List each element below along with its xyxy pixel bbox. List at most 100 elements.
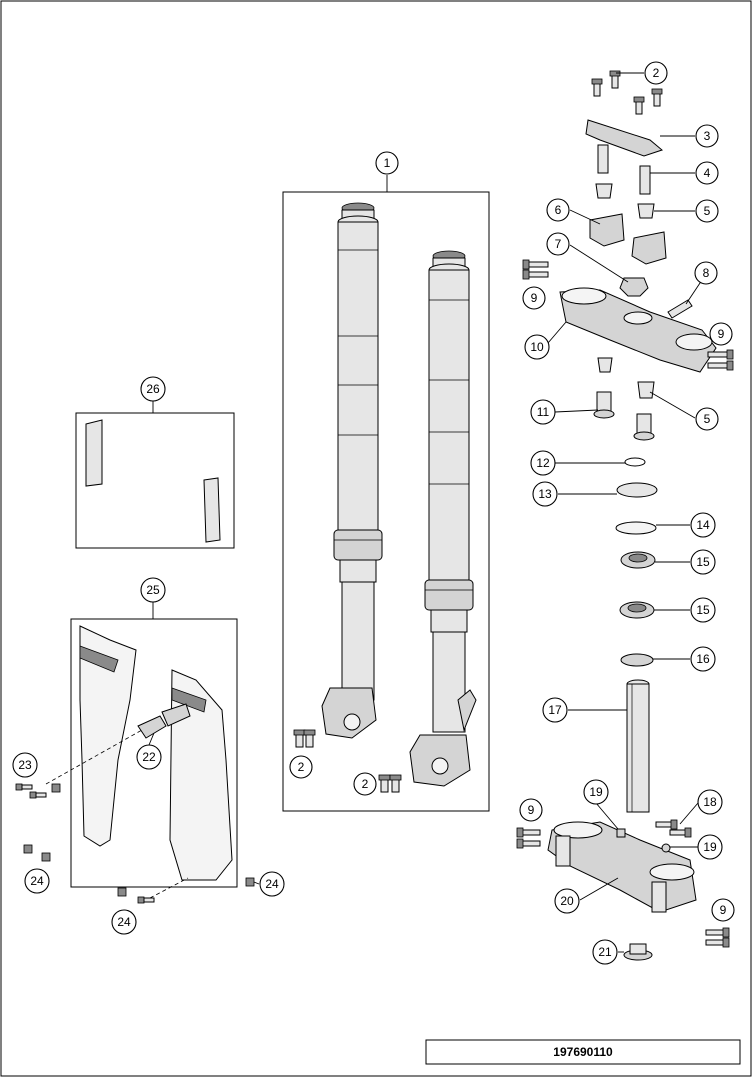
callout-label: 15 <box>696 603 710 617</box>
handlebar-clamp-top <box>585 119 664 157</box>
callout-label: 2 <box>298 760 305 774</box>
fork-assembly-frame <box>282 191 490 812</box>
callout-label: 9 <box>718 327 725 341</box>
callout-label: 4 <box>704 166 711 180</box>
callout-label: 2 <box>653 66 660 80</box>
callout-22: 22 <box>136 744 162 770</box>
sticker-1 <box>85 419 103 487</box>
callout-15b: 15 <box>690 597 716 623</box>
callout-label: 13 <box>538 487 552 501</box>
callout-label: 15 <box>696 555 710 569</box>
callout-label: 17 <box>548 703 562 717</box>
callout-19a: 19 <box>583 779 609 805</box>
callout-label: 24 <box>117 915 131 929</box>
reference-number: 197690110 <box>553 1045 613 1059</box>
callout-24b: 24 <box>111 909 137 935</box>
callout-3: 3 <box>695 124 719 148</box>
callout-17: 17 <box>542 697 568 723</box>
callout-label: 8 <box>703 266 710 280</box>
screw-set-lower-right <box>655 819 692 838</box>
screw-set-upper-left <box>522 259 549 280</box>
callout-label: 7 <box>555 237 562 251</box>
callout-23: 23 <box>12 752 38 778</box>
clamp-screw-2 <box>597 144 609 174</box>
callout-label: 14 <box>696 518 710 532</box>
washer-right <box>661 843 671 853</box>
callout-5b: 5 <box>695 407 719 431</box>
callout-label: 23 <box>18 758 32 772</box>
bottom-nut <box>623 943 653 961</box>
fork-protector-left <box>79 625 137 847</box>
callout-9b: 9 <box>709 322 733 346</box>
fork-leg-left <box>321 202 383 739</box>
screw-set-clamp <box>591 70 663 115</box>
callout-label: 5 <box>704 412 711 426</box>
dash-line-protector-2 <box>149 877 189 899</box>
callout-label: 21 <box>598 945 612 959</box>
callout-label: 22 <box>142 750 156 764</box>
reference-box <box>425 1039 741 1065</box>
screw-set-bottom-right <box>705 927 730 948</box>
fork-protector-right <box>169 669 233 881</box>
callout-label: 24 <box>30 874 44 888</box>
callout-11: 11 <box>530 399 556 425</box>
clip-part <box>137 703 191 739</box>
handlebar-support-right <box>631 231 667 265</box>
callout-5a: 5 <box>695 199 719 223</box>
callout-25: 25 <box>140 577 166 603</box>
callout-label: 9 <box>720 903 727 917</box>
sticker-kit-frame <box>75 412 235 549</box>
fork-leg-right <box>409 250 477 787</box>
callout-4: 4 <box>695 161 719 185</box>
dust-cover <box>616 482 658 498</box>
screw-set-fork-right <box>378 774 402 793</box>
callout-7: 7 <box>546 232 570 256</box>
sleeve-part <box>593 391 615 419</box>
rubber-bushing-lower-2 <box>637 381 655 399</box>
callout-label: 9 <box>528 803 535 817</box>
sticker-2 <box>203 477 221 543</box>
callout-label: 3 <box>704 129 711 143</box>
callout-20: 20 <box>554 888 580 914</box>
callout-label: 1 <box>384 156 391 170</box>
callout-21: 21 <box>592 939 618 965</box>
clamping-bolt <box>667 299 693 319</box>
bearing-upper <box>620 551 656 569</box>
seal-ring <box>615 521 657 535</box>
callout-19b: 19 <box>697 834 723 860</box>
bearing-race <box>620 653 654 667</box>
fork-protector-frame <box>70 618 238 888</box>
lower-triple-clamp <box>547 821 697 913</box>
callout-12: 12 <box>530 450 556 476</box>
callout-label: 11 <box>537 405 550 419</box>
callout-26: 26 <box>140 376 166 402</box>
callout-9a: 9 <box>522 286 546 310</box>
callout-label: 26 <box>146 382 160 396</box>
screw-small-24-left <box>23 844 51 862</box>
callout-2b: 2 <box>353 772 377 796</box>
callout-24c: 24 <box>259 871 285 897</box>
callout-18: 18 <box>697 789 723 815</box>
screw-small-24-bottom <box>117 887 155 904</box>
callout-label: 16 <box>696 652 710 666</box>
callout-24a: 24 <box>24 868 50 894</box>
steering-stem <box>626 679 650 813</box>
washer-left <box>616 828 626 838</box>
callout-16: 16 <box>690 646 716 672</box>
callout-label: 20 <box>560 894 574 908</box>
callout-label: 12 <box>536 456 550 470</box>
callout-14: 14 <box>690 512 716 538</box>
callout-label: 10 <box>530 340 544 354</box>
callout-label: 25 <box>146 583 160 597</box>
collar-nut <box>619 277 649 297</box>
rubber-bushing-lower <box>597 357 613 373</box>
callout-15a: 15 <box>690 549 716 575</box>
callout-label: 19 <box>703 840 717 854</box>
screw-set-upper-right <box>707 349 734 371</box>
dash-line-protector <box>45 729 143 785</box>
screw-set-fork-left <box>293 729 316 748</box>
callout-2c: 2 <box>644 61 668 85</box>
callout-9d: 9 <box>711 898 735 922</box>
callout-2a: 2 <box>289 755 313 779</box>
